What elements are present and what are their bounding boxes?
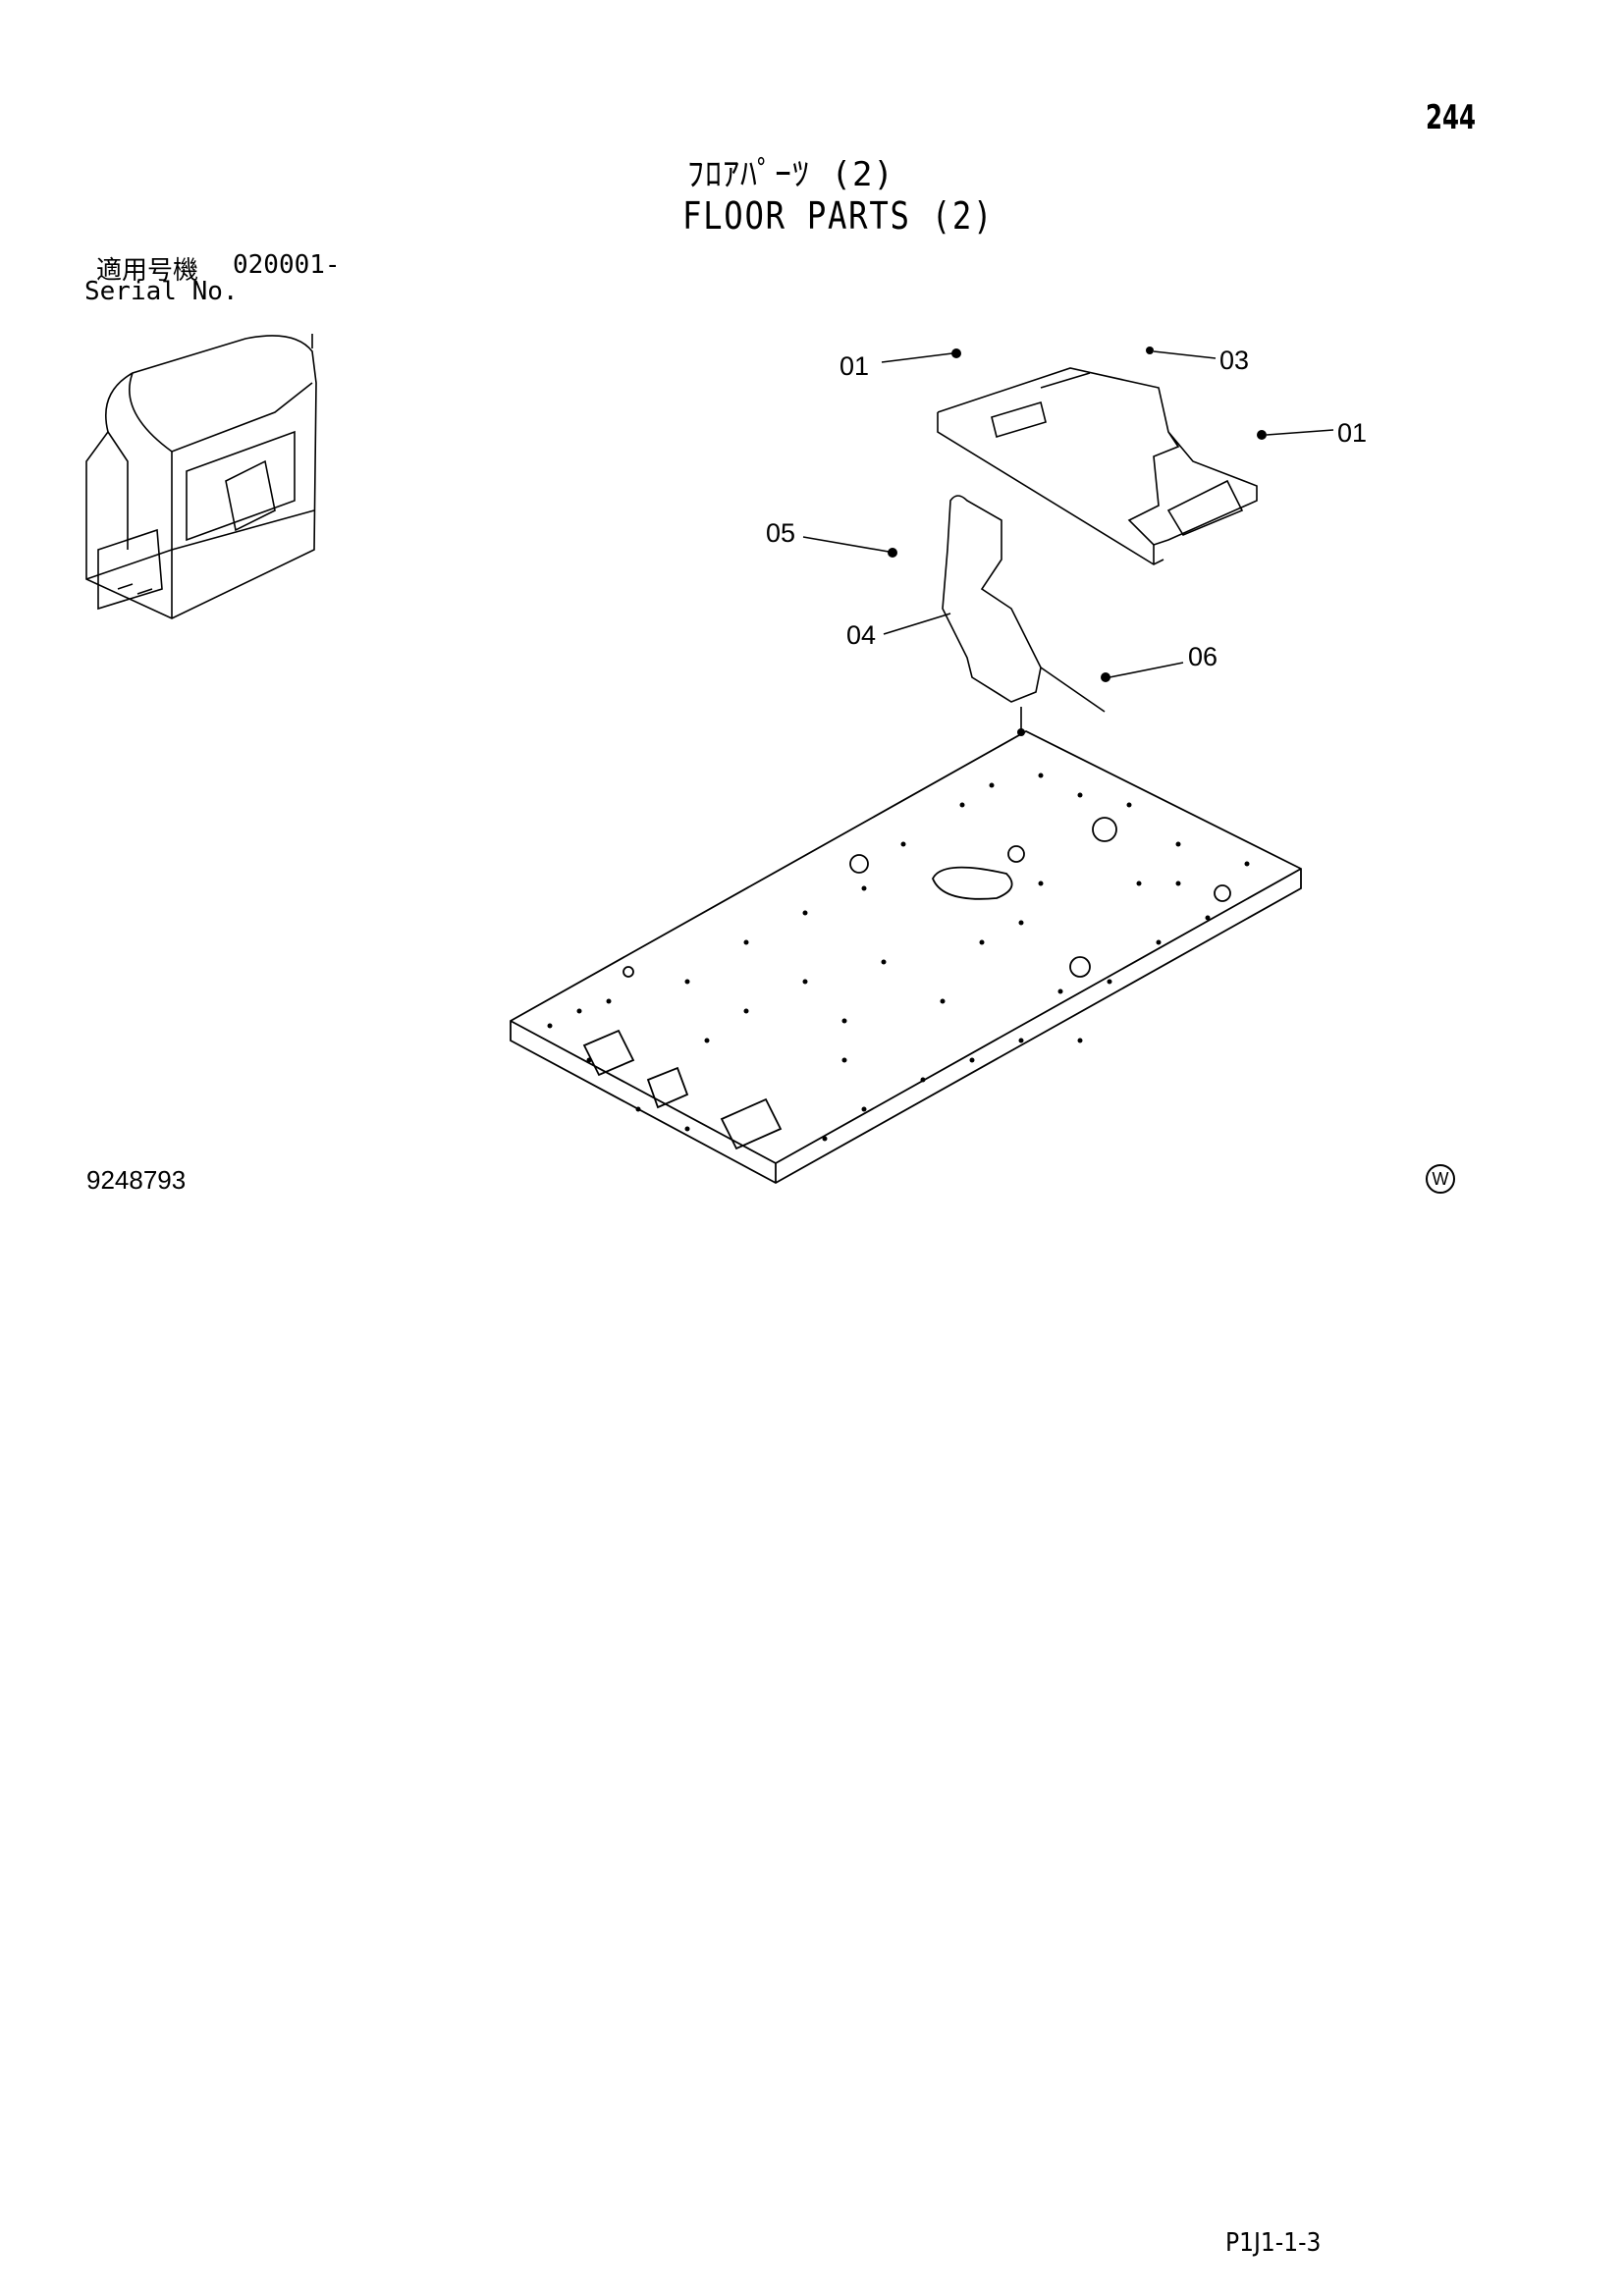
mounting-hole (802, 979, 808, 985)
bracket-part (942, 495, 1106, 713)
mounting-hole (576, 1008, 582, 1014)
mounting-hole (969, 1057, 975, 1063)
region-mark-icon: W (1426, 1164, 1455, 1194)
serial-value: 020001- (233, 250, 341, 280)
mounting-hole (606, 998, 612, 1004)
title-japanese: ﾌﾛｱﾊﾟｰﾂ (2) (687, 155, 894, 194)
floor-plate-holes (547, 773, 1250, 1142)
mounting-hole (1057, 988, 1063, 994)
mounting-hole (743, 939, 749, 945)
mounting-hole (841, 1018, 847, 1024)
mounting-hole (841, 1057, 847, 1063)
callout-05: 05 (766, 518, 796, 548)
upper-plate (937, 367, 1258, 565)
mounting-hole (684, 979, 690, 985)
floor-plate (510, 729, 1302, 1185)
mounting-hole (684, 1126, 690, 1132)
mounting-hole (900, 841, 906, 847)
leader-lines (802, 350, 1334, 731)
mounting-hole (1077, 1038, 1083, 1043)
mounting-hole (920, 1077, 926, 1083)
callout-03: 03 (1219, 346, 1250, 375)
mounting-hole (1136, 881, 1142, 886)
callout-04: 04 (846, 620, 877, 650)
mounting-hole (1156, 939, 1162, 945)
mounting-hole (1175, 841, 1181, 847)
mounting-hole (586, 1057, 592, 1063)
mounting-hole (1126, 802, 1132, 808)
mounting-hole (1175, 881, 1181, 886)
mounting-hole (1244, 861, 1250, 867)
title-english: FLOOR PARTS (2) (682, 194, 995, 238)
serial-label-japanese: 適用号機 (96, 256, 199, 286)
mounting-hole (1038, 881, 1044, 886)
mounting-hole (861, 1106, 867, 1112)
mounting-hole (743, 1008, 749, 1014)
callout-01-top: 01 (839, 351, 870, 381)
bolt-icons (888, 347, 1267, 736)
cab-thumbnail (85, 334, 317, 619)
mounting-hole (1018, 920, 1024, 926)
mounting-hole (802, 910, 808, 916)
mounting-hole (822, 1136, 828, 1142)
mounting-hole (635, 1106, 641, 1112)
mounting-hole (1038, 773, 1044, 778)
mounting-hole (547, 1023, 553, 1029)
mounting-hole (959, 802, 965, 808)
callout-01-right: 01 (1337, 418, 1368, 448)
mounting-hole (979, 939, 985, 945)
mounting-hole (940, 998, 946, 1004)
document-number: 9248793 (86, 1165, 187, 1195)
callout-06: 06 (1188, 642, 1218, 671)
serial-label-english: Serial No. (84, 277, 239, 306)
mounting-hole (989, 782, 995, 788)
mounting-hole (881, 959, 887, 965)
page-number: 244 (1426, 98, 1477, 137)
mounting-hole (1107, 979, 1112, 985)
mounting-hole (704, 1038, 710, 1043)
mounting-hole (1018, 1038, 1024, 1043)
mounting-hole (1077, 792, 1083, 798)
mounting-hole (861, 885, 867, 891)
page-code: P1J1-1-3 (1225, 2228, 1322, 2258)
mounting-hole (1205, 915, 1211, 921)
